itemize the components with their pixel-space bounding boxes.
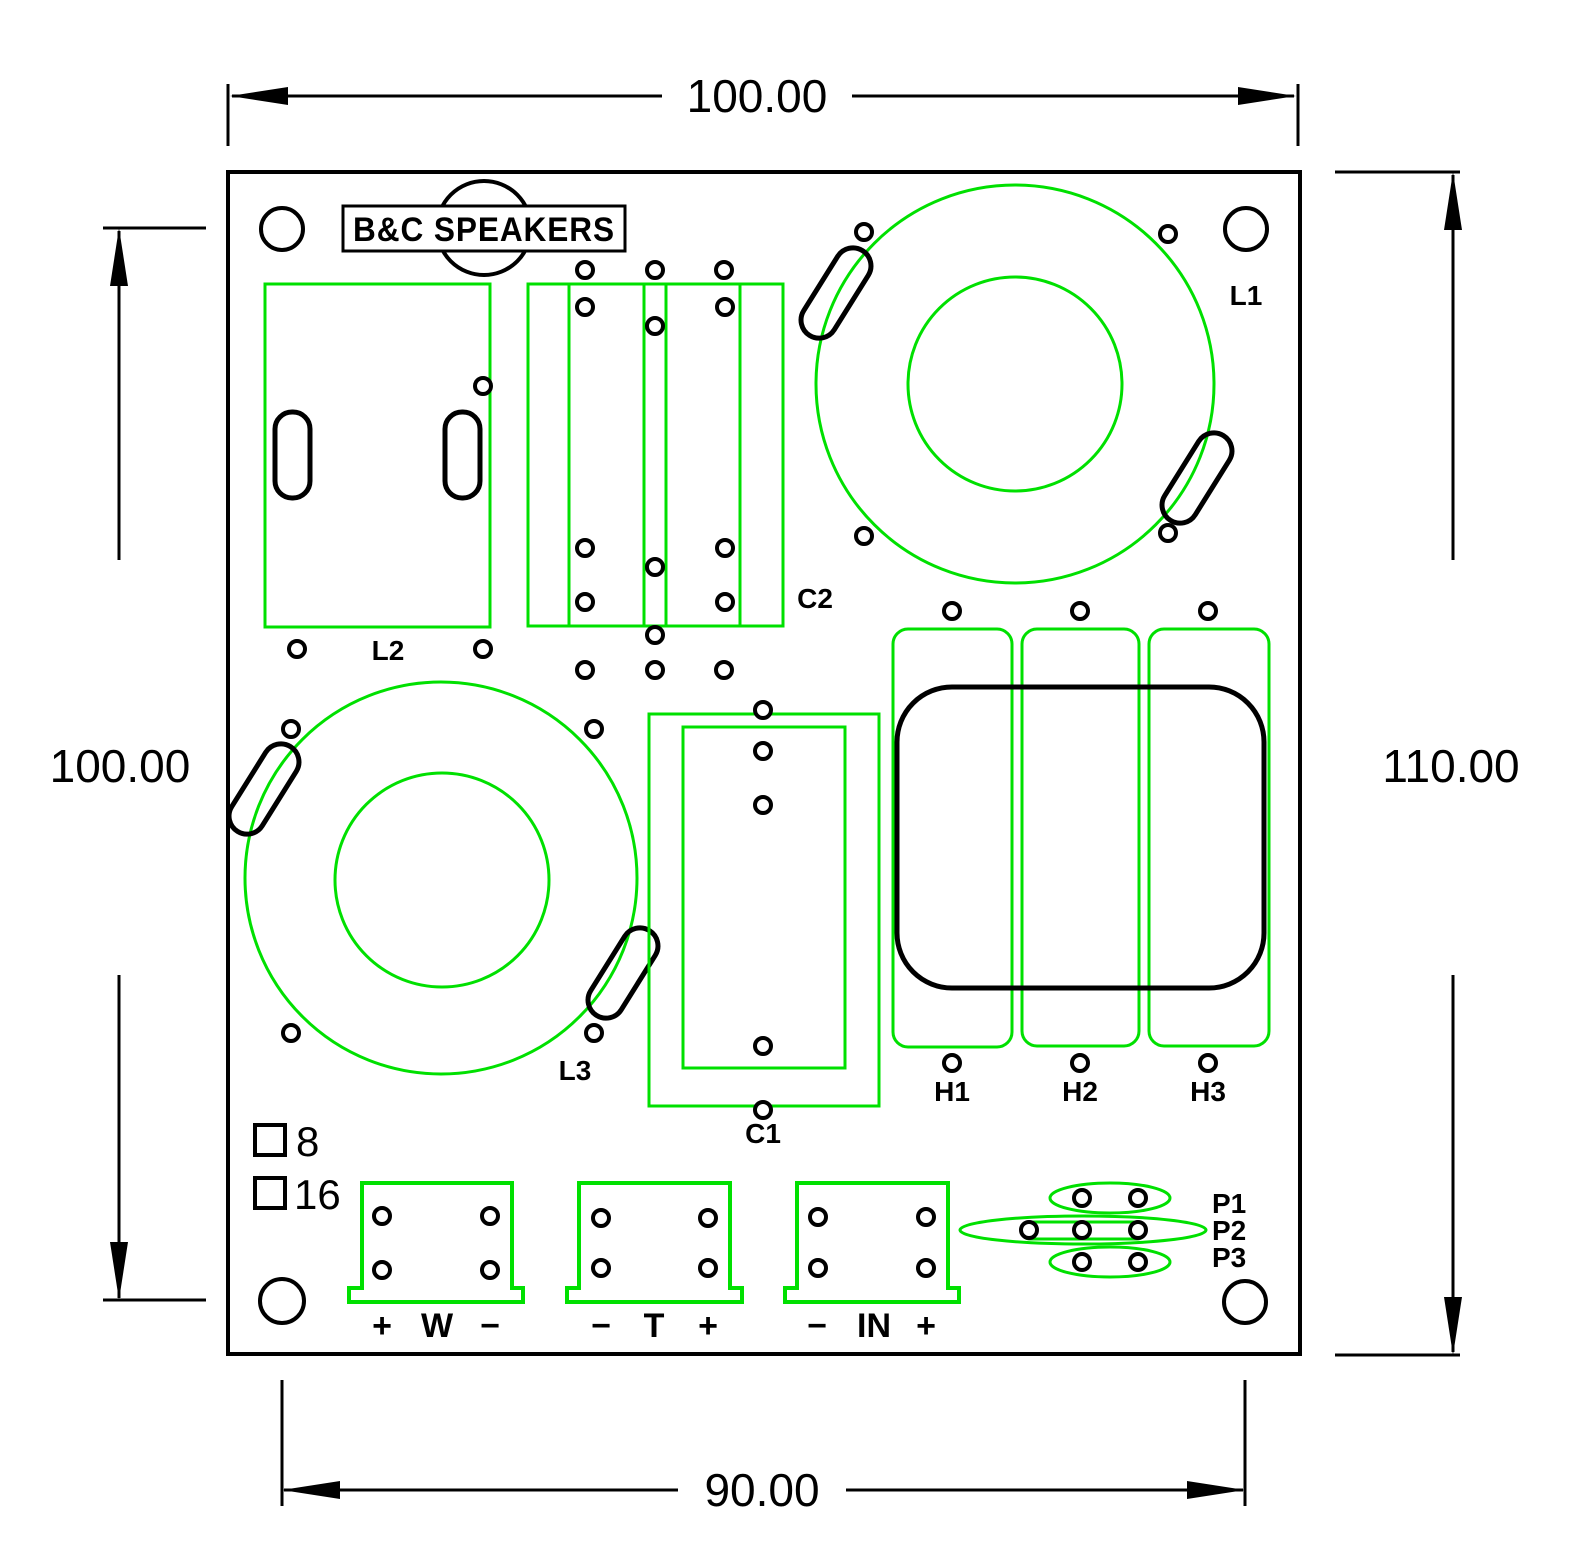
cable-tie-slot: [585, 925, 661, 1021]
label-l1: L1: [1230, 280, 1263, 311]
impedance-option-8-label: 8: [296, 1118, 319, 1165]
cable-tie-slot: [442, 409, 483, 501]
jumper-p3-outline: [1048, 1245, 1172, 1279]
arrow-right-icon: [1238, 87, 1296, 105]
cable-tie-slot: [226, 741, 302, 837]
terminal-tweeter-plus: +: [698, 1307, 718, 1345]
jumper-p1-outline: [1048, 1181, 1172, 1215]
drill-holes: [753, 700, 773, 1120]
terminal-woofer-minus: −: [480, 1307, 500, 1345]
terminal-input-minus: −: [807, 1307, 827, 1345]
inductor-l1-outer-ring: [814, 183, 1216, 585]
label-l3: L3: [559, 1055, 592, 1086]
resistor-bank: H1 H2 H3: [891, 601, 1271, 1107]
dimension-right-value: 110.00: [1382, 740, 1519, 792]
terminal-input-label: IN: [857, 1307, 891, 1345]
dimension-top-value: 100.00: [687, 70, 828, 122]
arrow-left-icon: [230, 87, 288, 105]
mounting-hole-bottom-left: [258, 1277, 306, 1325]
dimension-right: 110.00: [1335, 170, 1520, 1357]
terminal-tweeter-outline: [565, 1181, 744, 1304]
capacitor-c2: C2: [526, 260, 833, 680]
drill-holes: [1019, 1188, 1148, 1272]
mounting-hole-top-left: [259, 206, 305, 252]
inductor-l1-inner-ring: [906, 275, 1124, 493]
arrow-up-icon: [110, 228, 128, 286]
cable-tie-slot: [272, 409, 313, 501]
arrow-down-icon: [110, 1242, 128, 1300]
mounting-hole-bottom-right: [1222, 1279, 1268, 1325]
capacitor-c1-body: [681, 725, 847, 1070]
impedance-option-16-label: 16: [294, 1171, 341, 1218]
label-l2: L2: [372, 635, 405, 666]
jumper-p2-outline: [958, 1214, 1208, 1246]
terminal-woofer-label: W: [421, 1307, 454, 1345]
arrow-up-icon: [1444, 172, 1462, 230]
resistor-h3-outline: [1147, 627, 1271, 1048]
logo-text: B&C SPEAKERS: [353, 211, 615, 249]
inductor-l2: L2: [263, 282, 493, 666]
inductor-l3: L3: [226, 680, 661, 1086]
cable-tie-slot: [798, 245, 874, 341]
terminal-woofer-plus: +: [372, 1307, 392, 1345]
mounting-hole-top-right: [1223, 206, 1269, 252]
arrow-down-icon: [1444, 1297, 1462, 1355]
terminal-input: − IN +: [783, 1181, 961, 1345]
arrow-right-icon: [1187, 1481, 1245, 1499]
component-body-outline: [894, 684, 1267, 991]
jumper-pads: P1 P2 P3: [958, 1181, 1246, 1279]
label-h1: H1: [934, 1076, 970, 1107]
label-h2: H2: [1062, 1076, 1098, 1107]
drill-holes: [854, 222, 1178, 546]
inductor-l3-outer-ring: [243, 680, 639, 1076]
capacitor-c1: C1: [647, 700, 881, 1149]
terminal-tweeter: − T +: [565, 1181, 744, 1345]
inductor-l2-outline: [263, 282, 492, 629]
drill-holes: [575, 260, 735, 680]
resistor-h1-outline: [891, 627, 1014, 1049]
terminal-tweeter-minus: −: [591, 1307, 611, 1345]
resistor-h2-outline: [1020, 627, 1141, 1048]
dimension-bottom-value: 90.00: [704, 1464, 819, 1516]
terminal-woofer-outline: [347, 1181, 525, 1304]
label-c2: C2: [797, 583, 833, 614]
label-p2: P2: [1212, 1215, 1246, 1246]
drill-holes: [942, 601, 1218, 1073]
terminal-input-outline: [783, 1181, 961, 1304]
inductor-l1: L1: [798, 183, 1263, 585]
drill-holes: [287, 376, 493, 659]
dimension-left-value: 100.00: [50, 740, 191, 792]
arrow-left-icon: [282, 1481, 340, 1499]
terminal-tweeter-label: T: [644, 1307, 665, 1345]
label-p1: P1: [1212, 1188, 1246, 1219]
mounting-holes: [258, 206, 1269, 1325]
drill-holes: [281, 719, 604, 1043]
label-h3: H3: [1190, 1076, 1226, 1107]
drill-holes: [372, 1206, 500, 1280]
impedance-options: 8 16: [253, 1118, 341, 1218]
dimension-top: 100.00: [226, 70, 1300, 146]
inductor-l3-inner-ring: [333, 771, 551, 989]
dimension-bottom: 90.00: [280, 1380, 1247, 1516]
impedance-checkbox-8: [253, 1123, 287, 1157]
impedance-checkbox-16: [253, 1176, 287, 1210]
drill-holes: [808, 1207, 936, 1278]
logo-box: [341, 204, 627, 253]
terminal-input-plus: +: [916, 1307, 936, 1345]
label-c1: C1: [745, 1118, 781, 1149]
cable-tie-slot: [1159, 430, 1235, 526]
terminal-woofer: + W −: [347, 1181, 525, 1345]
drill-holes: [591, 1208, 718, 1278]
board-outline: [226, 170, 1302, 1356]
dimension-left: 100.00: [50, 226, 206, 1302]
logo-block: B&C SPEAKERS: [341, 179, 627, 277]
label-p3: P3: [1212, 1242, 1246, 1273]
